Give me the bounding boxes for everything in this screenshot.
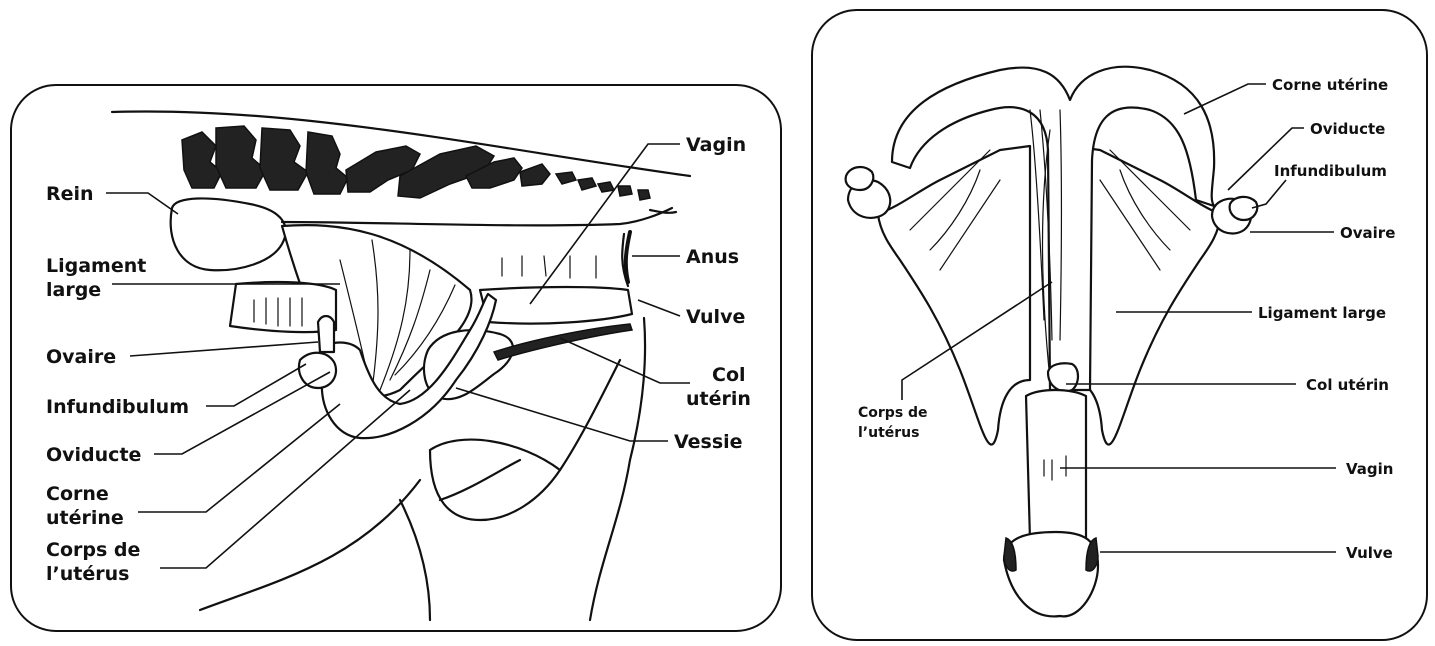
label-ligament-large-right: Ligament large: [1258, 304, 1386, 322]
label-oviducte: Oviducte: [46, 444, 141, 466]
label-ligament-large-line2: large: [46, 279, 101, 301]
label-col-uterin-right: Col utérin: [1306, 376, 1389, 394]
label-vulve-right: Vulve: [1346, 544, 1393, 562]
label-anus: Anus: [686, 246, 739, 268]
label-corps-uterus-right-line2: l’utérus: [858, 425, 919, 441]
label-ligament-large-line1: Ligament: [46, 255, 146, 277]
vagina-dorsal: [1026, 390, 1086, 540]
vagina-tube: [480, 287, 632, 324]
kidney-shape: [171, 198, 286, 270]
label-col-uterin-line2: utérin: [686, 388, 751, 410]
label-corne-uterine-right: Corne utérine: [1272, 76, 1388, 94]
label-vagin: Vagin: [686, 134, 746, 156]
label-ovaire: Ovaire: [46, 346, 116, 368]
label-corne-uterine-line2: utérine: [46, 507, 124, 529]
label-corps-uterus-line2: l’utérus: [46, 563, 129, 585]
label-vulve: Vulve: [686, 306, 745, 328]
label-col-uterin-line1: Col: [712, 364, 746, 386]
spine-vertebrae: [182, 126, 650, 200]
label-rein: Rein: [46, 183, 94, 205]
label-ovaire-right: Ovaire: [1340, 224, 1395, 242]
label-corps-uterus-right-line1: Corps de: [858, 405, 928, 421]
dorsal-anatomy-drawing: [846, 67, 1258, 617]
lateral-anatomy-drawing: [112, 111, 690, 620]
label-infundibulum-right: Infundibulum: [1274, 162, 1387, 180]
label-corps-uterus-line1: Corps de: [46, 539, 140, 561]
label-vagin-right: Vagin: [1346, 460, 1393, 478]
label-corne-uterine-line1: Corne: [46, 483, 109, 505]
label-vessie: Vessie: [674, 431, 743, 453]
label-infundibulum: Infundibulum: [46, 396, 189, 418]
label-oviducte-right: Oviducte: [1310, 120, 1385, 138]
